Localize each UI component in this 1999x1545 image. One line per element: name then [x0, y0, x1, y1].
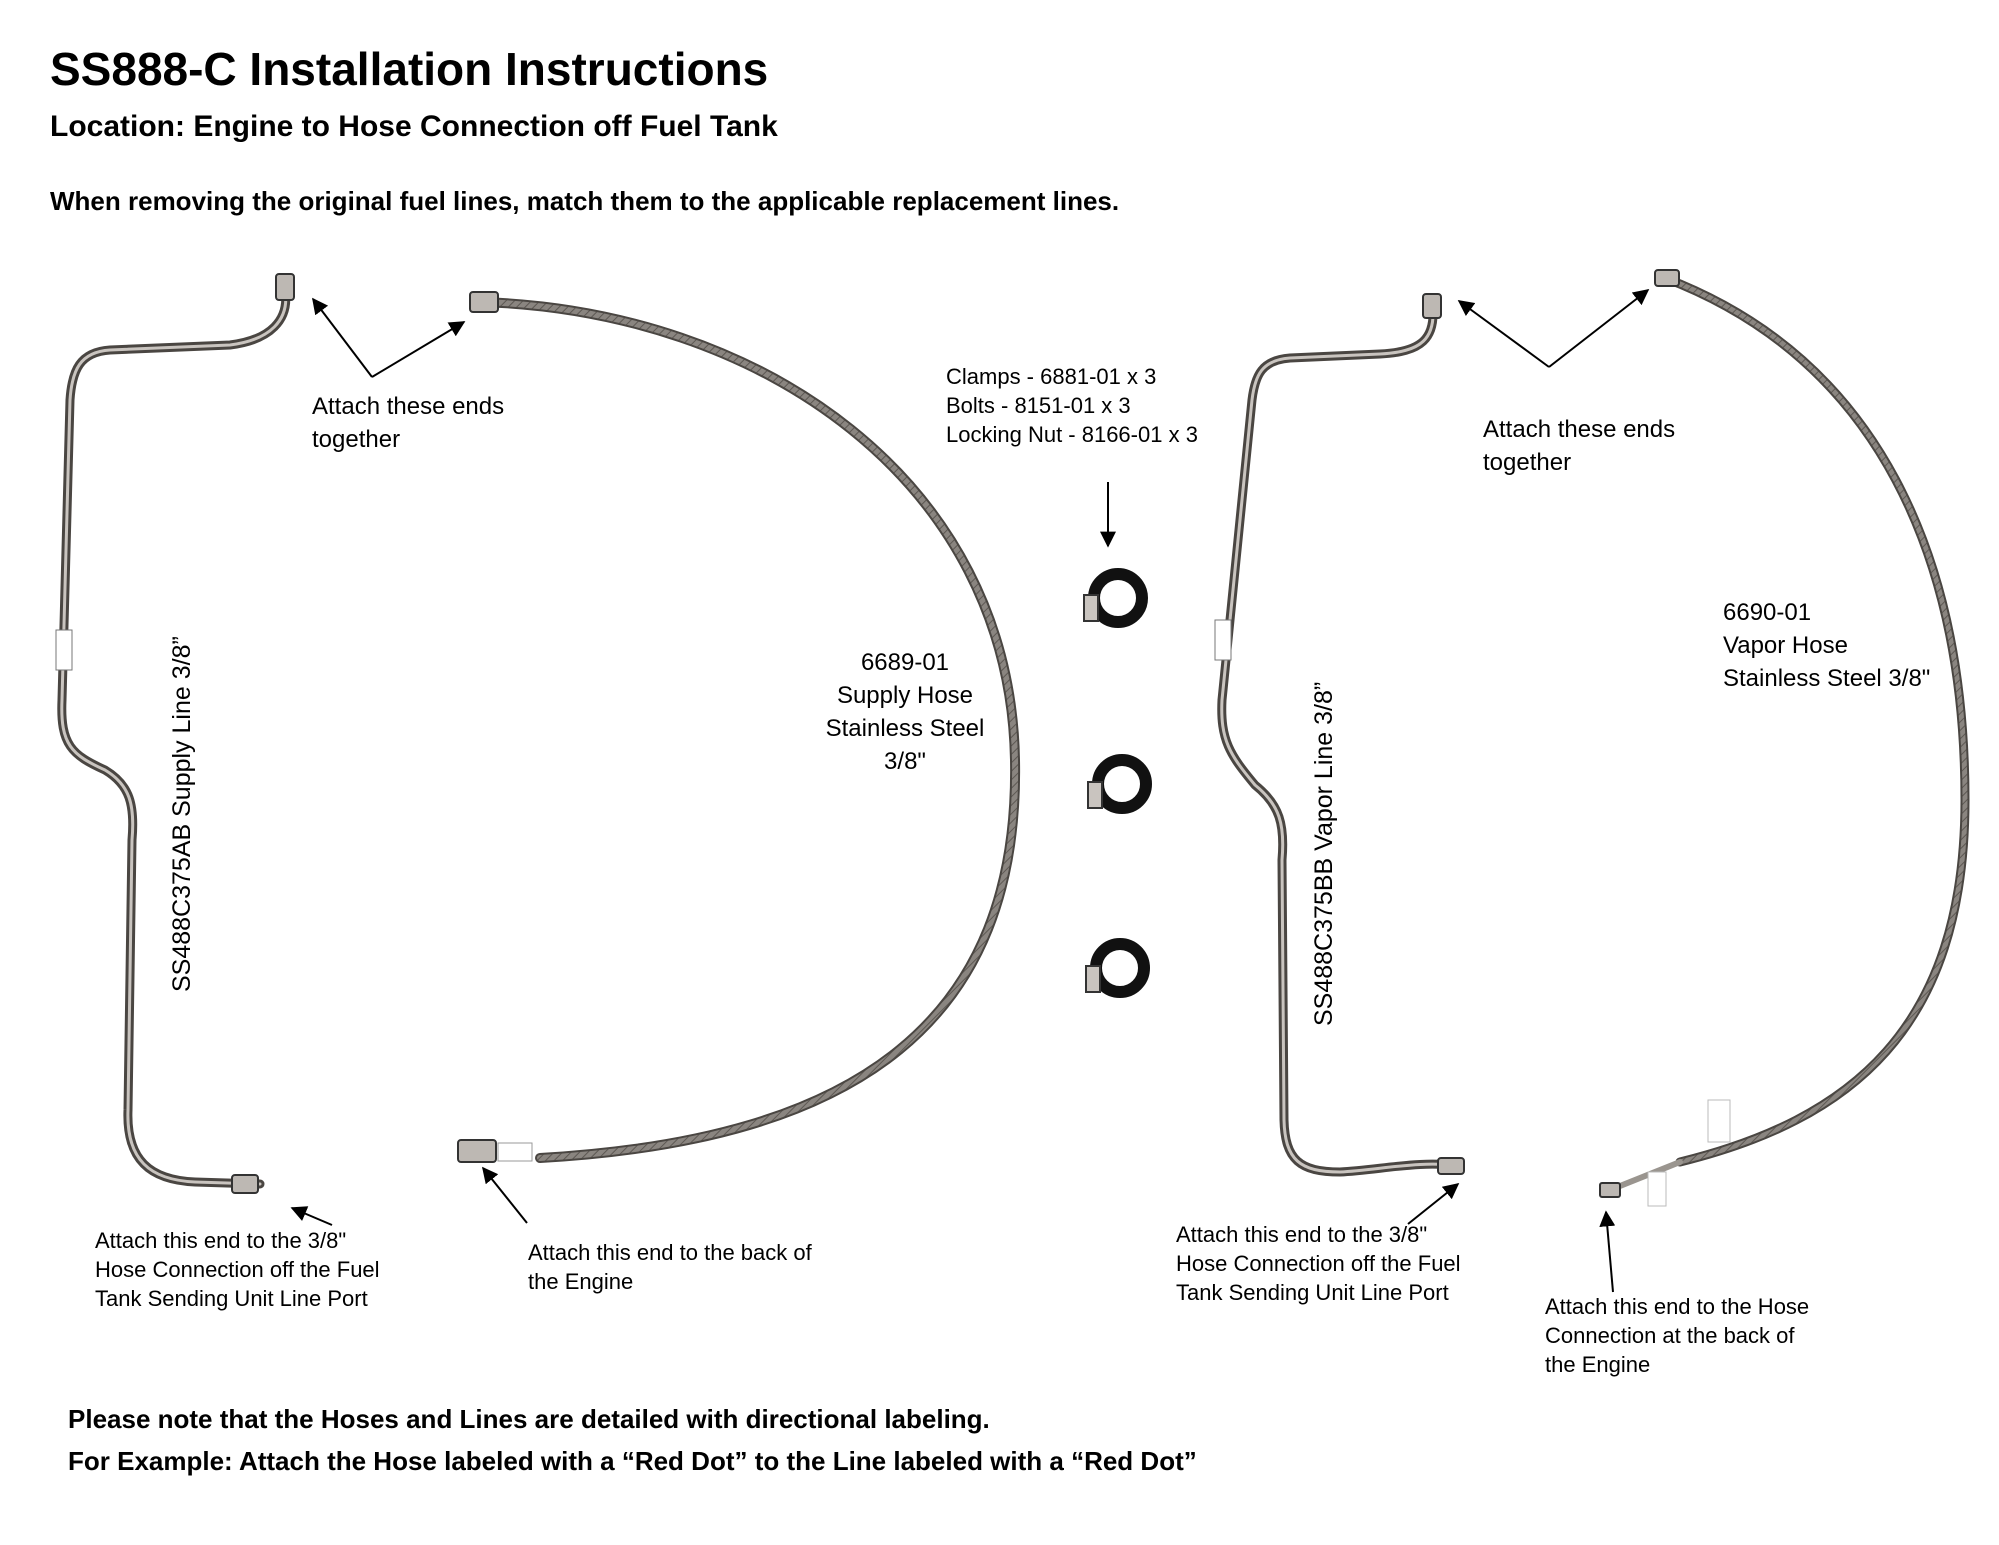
supply-hose-label: 6689-01 Supply Hose Stainless Steel 3/8" — [825, 649, 985, 775]
footer-note-directional: Please note that the Hoses and Lines are… — [68, 1404, 990, 1434]
hardware-list: Clamps - 6881-01 x 3 Bolts - 8151-01 x 3… — [946, 364, 1198, 447]
supply-attach-together-label: Attach these ends together — [312, 393, 505, 453]
vapor-line-tube — [1214, 293, 1465, 1177]
supply-hose-tag — [497, 1142, 533, 1162]
page-title: SS888-C Installation Instructions — [50, 43, 769, 95]
arrow-supply-engine-end — [482, 1166, 528, 1224]
vapor-line-top-fitting — [1422, 293, 1442, 319]
arrow-vapor-line-top — [1457, 300, 1550, 368]
supply-hose-top-fitting — [469, 291, 499, 313]
instruction-text: When removing the original fuel lines, m… — [50, 186, 1120, 216]
vapor-hose-tag-upper — [1707, 1099, 1731, 1143]
vapor-hose — [1599, 269, 1970, 1207]
supply-engine-end-label: Attach this end to the back of the Engin… — [528, 1240, 812, 1294]
vapor-line-bottom-fitting — [1437, 1157, 1465, 1175]
vapor-attach-together-label: Attach these ends together — [1483, 416, 1676, 476]
supply-hose-bottom-fitting — [457, 1139, 497, 1163]
vapor-line-tag — [1214, 619, 1232, 661]
arrow-vapor-tank-end — [1407, 1183, 1460, 1225]
clamp-2 — [1087, 754, 1152, 814]
arrow-supply-line-top — [312, 297, 373, 378]
supply-hose — [457, 291, 1021, 1163]
clamp-3 — [1085, 938, 1150, 998]
vapor-hose-label: 6690-01 Vapor Hose Stainless Steel 3/8" — [1723, 599, 1931, 692]
vapor-engine-end-label: Attach this end to the Hose Connection a… — [1545, 1294, 1810, 1377]
supply-line-bottom-fitting — [231, 1174, 259, 1194]
arrow-supply-hose-top — [371, 321, 466, 378]
supply-line-tube — [55, 273, 295, 1194]
supply-line-top-fitting — [275, 273, 295, 301]
arrow-vapor-engine-end — [1599, 1210, 1616, 1293]
arrow-vapor-hose-top — [1548, 289, 1650, 368]
location-subtitle: Location: Engine to Hose Connection off … — [50, 110, 778, 143]
arrow-supply-tank-end — [290, 1206, 333, 1226]
footer-note-example: For Example: Attach the Hose labeled wit… — [68, 1446, 1197, 1476]
supply-line-tag — [55, 629, 73, 671]
annotation-arrows — [290, 289, 1650, 1293]
vapor-hose-bottom-fitting — [1599, 1182, 1621, 1198]
vapor-hose-top-fitting — [1654, 269, 1680, 287]
vapor-hose-tag-lower — [1647, 1171, 1667, 1207]
supply-tank-end-label: Attach this end to the 3/8" Hose Connect… — [95, 1228, 380, 1311]
clamp-1 — [1083, 568, 1148, 628]
supply-line-label: SS488C375AB Supply Line 3/8” — [168, 636, 196, 992]
vapor-line-label: SS488C375BB Vapor Line 3/8” — [1310, 681, 1338, 1026]
vapor-tank-end-label: Attach this end to the 3/8" Hose Connect… — [1176, 1222, 1461, 1305]
